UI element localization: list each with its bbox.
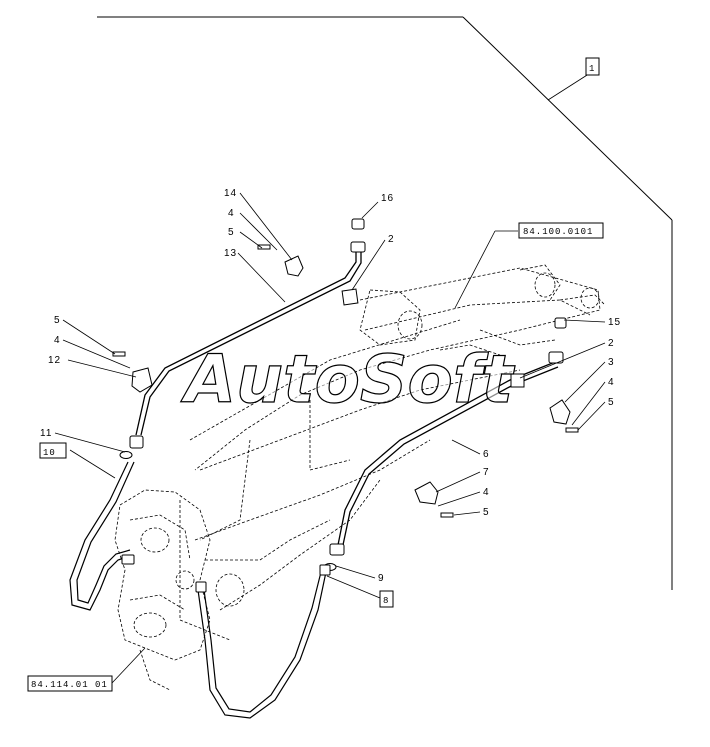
boxed-references: 1 10 8 84.100.0101 84.114.01 01	[27, 57, 604, 692]
ref-box-boom: 84.100.0101	[523, 227, 593, 237]
callout-16: 16	[381, 193, 394, 204]
callout-2: 2	[608, 338, 615, 349]
fittings-and-clamps	[112, 218, 579, 593]
callout-11: 11	[40, 428, 52, 439]
callout-4: 4	[608, 377, 615, 388]
callout-7: 7	[483, 467, 490, 478]
callout-5: 5	[483, 507, 490, 518]
callout-4: 4	[54, 335, 61, 346]
callout-4: 4	[483, 487, 490, 498]
callout-2: 2	[388, 234, 395, 245]
ref-box-8: 8	[383, 596, 389, 606]
flexible-hoses	[69, 461, 327, 719]
callout-15: 15	[608, 317, 621, 328]
callout-4: 4	[228, 208, 235, 219]
ref-box-base: 84.114.01 01	[31, 680, 108, 690]
autosoft-watermark: AutoSoft	[180, 341, 516, 418]
callout-3: 3	[608, 357, 615, 368]
callout-5: 5	[228, 227, 235, 238]
callout-5: 5	[608, 397, 615, 408]
callout-14: 14	[224, 188, 237, 199]
base-housing-outline	[114, 489, 211, 691]
callout-13: 13	[224, 248, 237, 259]
callout-12: 12	[48, 355, 61, 366]
ref-box-10: 10	[43, 448, 56, 458]
ref-box-1: 1	[589, 64, 595, 74]
callout-9: 9	[378, 573, 385, 584]
boom-arm-outline	[179, 264, 606, 641]
part-callouts: 14 4 5 13 16 2 5 4 12 15 2 3 4 5 6 7 4 5…	[40, 188, 621, 584]
callout-5: 5	[54, 315, 61, 326]
callout-6: 6	[483, 449, 490, 460]
section-border	[97, 16, 673, 590]
